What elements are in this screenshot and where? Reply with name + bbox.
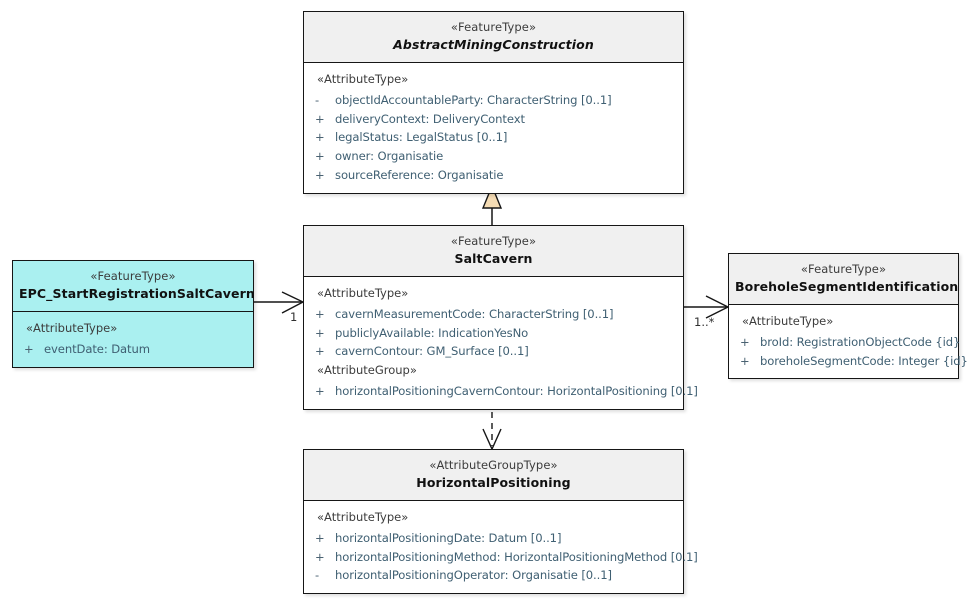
class-stereotype: «FeatureType» — [90, 269, 176, 283]
attribute-row: + horizontalPositioningCavernContour: Ho… — [304, 382, 698, 401]
attribute-visibility: - — [315, 92, 320, 107]
class-body: «AttributeType» + horizontalPositioningD… — [304, 501, 698, 593]
class-box-salt-cavern[interactable]: «FeatureType» SaltCavern «AttributeType»… — [303, 225, 698, 410]
attribute-visibility: + — [315, 149, 325, 164]
class-name: AbstractMiningConstruction — [393, 37, 594, 53]
attribute-group-label: «AttributeType» — [317, 72, 409, 87]
attribute-text: legalStatus: LegalStatus [0..1] — [335, 130, 508, 145]
attribute-visibility: + — [740, 334, 750, 349]
attribute-visibility: + — [740, 353, 750, 368]
class-header: «FeatureType» SaltCavern — [304, 226, 683, 278]
attribute-group-label: «AttributeType» — [742, 314, 834, 329]
attribute-visibility: - — [315, 568, 320, 583]
class-header: «FeatureType» BoreholeSegmentIdentificat… — [729, 254, 959, 306]
attribute-row: - horizontalPositioningOperator: Organis… — [304, 566, 683, 585]
attribute-row: - objectIdAccountableParty: CharacterStr… — [304, 91, 683, 110]
attribute-text: publiclyAvailable: IndicationYesNo — [335, 325, 529, 340]
class-body: «AttributeType» + cavernMeasurementCode:… — [304, 277, 698, 409]
attribute-row: + cavernMeasurementCode: CharacterString… — [304, 305, 683, 324]
class-name: BoreholeSegmentIdentification — [735, 279, 959, 295]
attribute-text: horizontalPositioningMethod: HorizontalP… — [335, 549, 698, 564]
class-name: EPC_StartRegistrationSaltCavern — [19, 286, 255, 302]
attribute-text: owner: Organisatie — [335, 149, 444, 164]
connector-saltcavern-generalization — [481, 184, 503, 225]
attribute-visibility: + — [315, 168, 325, 183]
attribute-visibility: + — [315, 130, 325, 145]
attribute-text: cavernMeasurementCode: CharacterString [… — [335, 306, 614, 321]
class-stereotype: «FeatureType» — [800, 262, 887, 276]
attribute-visibility: + — [315, 384, 325, 399]
attribute-row: + horizontalPositioningDate: Datum [0..1… — [304, 529, 683, 548]
class-box-borehole-segment-identification[interactable]: «FeatureType» BoreholeSegmentIdentificat… — [728, 253, 968, 380]
multiplicity-saltcavern-to-borehole: 1..* — [694, 315, 715, 329]
attribute-text: horizontalPositioningOperator: Organisat… — [335, 568, 612, 583]
attribute-text: horizontalPositioningDate: Datum [0..1] — [335, 530, 562, 545]
attribute-row: + sourceReference: Organisatie — [304, 166, 683, 185]
class-box-epc-start-registration-salt-cavern[interactable]: «FeatureType» EPC_StartRegistrationSaltC… — [12, 260, 255, 368]
attribute-row: + broId: RegistrationObjectCode {id} — [729, 333, 961, 352]
attribute-group-label: «AttributeType» — [317, 286, 409, 301]
class-box-abstract-mining-construction[interactable]: «FeatureType» AbstractMiningConstruction… — [303, 11, 684, 194]
attribute-text: objectIdAccountableParty: CharacterStrin… — [335, 92, 612, 107]
attribute-group-label: «AttributeType» — [317, 510, 409, 525]
attribute-row: + publiclyAvailable: IndicationYesNo — [304, 324, 683, 343]
attribute-row: + horizontalPositioningMethod: Horizonta… — [304, 548, 698, 567]
attribute-group-label: «AttributeGroup» — [317, 363, 417, 378]
class-header: «FeatureType» AbstractMiningConstruction — [304, 12, 683, 64]
class-box-horizontal-positioning[interactable]: «AttributeGroupType» HorizontalPositioni… — [303, 449, 698, 595]
attribute-visibility: + — [315, 325, 325, 340]
attribute-row: + eventDate: Datum — [13, 340, 253, 359]
attribute-row: + cavernContour: GM_Surface [0..1] — [304, 342, 683, 361]
attribute-text: horizontalPositioningCavernContour: Hori… — [335, 384, 698, 399]
class-name: HorizontalPositioning — [416, 475, 571, 491]
attribute-row: + boreholeSegmentCode: Integer {id} — [729, 352, 968, 371]
class-header: «FeatureType» EPC_StartRegistrationSaltC… — [13, 261, 255, 313]
attribute-group-label: «AttributeType» — [26, 321, 118, 336]
attribute-visibility: + — [315, 549, 325, 564]
attribute-text: broId: RegistrationObjectCode {id} — [760, 334, 961, 349]
attribute-text: cavernContour: GM_Surface [0..1] — [335, 344, 529, 359]
attribute-text: eventDate: Datum — [44, 341, 150, 356]
attribute-row: + owner: Organisatie — [304, 147, 683, 166]
attribute-visibility: + — [315, 111, 325, 126]
class-stereotype: «FeatureType» — [450, 20, 537, 34]
attribute-text: boreholeSegmentCode: Integer {id} — [760, 353, 968, 368]
attribute-row: + deliveryContext: DeliveryContext — [304, 110, 683, 129]
class-body: «AttributeType» + broId: RegistrationObj… — [729, 305, 968, 378]
attribute-visibility: + — [24, 341, 34, 356]
class-stereotype: «AttributeGroupType» — [429, 458, 558, 472]
attribute-visibility: + — [315, 306, 325, 321]
class-stereotype: «FeatureType» — [450, 234, 537, 248]
class-name: SaltCavern — [454, 251, 533, 267]
attribute-row: + legalStatus: LegalStatus [0..1] — [304, 128, 683, 147]
class-body: «AttributeType» + eventDate: Datum — [13, 312, 253, 367]
attribute-text: deliveryContext: DeliveryContext — [335, 111, 525, 126]
class-header: «AttributeGroupType» HorizontalPositioni… — [304, 450, 683, 502]
class-body: «AttributeType» - objectIdAccountablePar… — [304, 63, 683, 193]
multiplicity-epc-to-saltcavern: 1 — [290, 310, 298, 324]
attribute-text: sourceReference: Organisatie — [335, 168, 504, 183]
attribute-visibility: + — [315, 344, 325, 359]
attribute-visibility: + — [315, 530, 325, 545]
